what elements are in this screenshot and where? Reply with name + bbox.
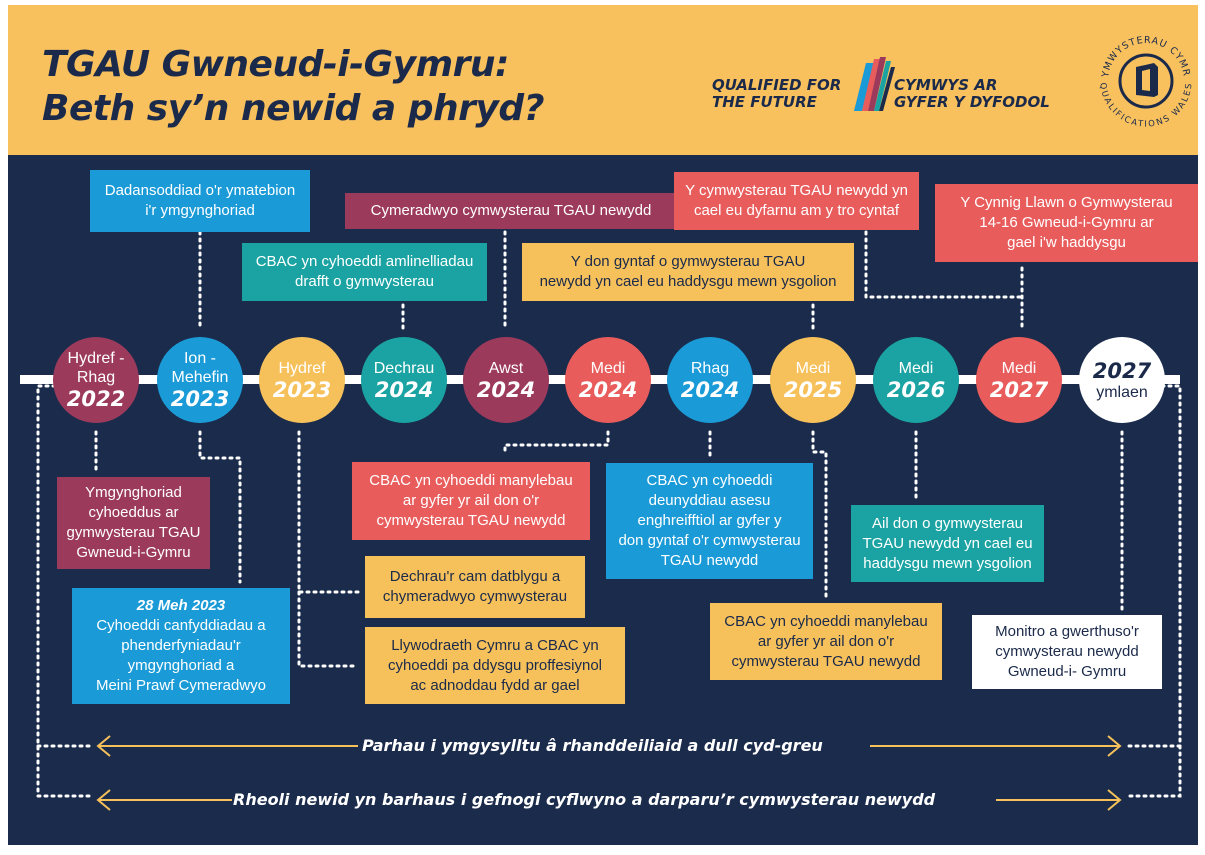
event-professional-learning: Llywodraeth Cymru a CBAC yn cyhoeddi pa … (365, 627, 625, 704)
event-second-wave-teaching: Ail don o gymwysterau TGAU newydd yn cae… (851, 505, 1044, 582)
event-first-award: Y cymwysterau TGAU newydd yn cael eu dyf… (674, 172, 919, 230)
milestone-medi-2026: Medi 2026 (873, 337, 959, 423)
title-line-1: TGAU Gwneud-i-Gymru: (42, 44, 509, 85)
event-date: 28 Meh 2023 (136, 597, 226, 614)
milestone-year: 2025 (783, 377, 843, 402)
title-line-2: Beth sy’n newid a phryd? (42, 88, 545, 129)
event-approve-gcse: Cymeradwyo cymwysterau TGAU newydd (345, 193, 677, 229)
milestone-hydref-2023: Hydref 2023 (259, 337, 345, 423)
milestone-period: ymlaen (1096, 383, 1148, 401)
milestone-year: 2023 (272, 377, 332, 402)
milestone-year: 2022 (66, 387, 126, 411)
milestone-medi-2027: Medi 2027 (976, 337, 1062, 423)
logo-text-english: QUALIFIED FOR THE FUTURE (712, 76, 842, 111)
milestone-year: 2024 (476, 377, 536, 402)
event-first-wave-teaching: Y don gyntaf o gymwysterau TGAU newydd y… (522, 243, 854, 301)
milestone-period: Medi (590, 359, 626, 377)
milestone-2027-ymlaen: 2027 ymlaen (1079, 337, 1165, 423)
event-full-offer: Y Cynnig Llawn o Gymwysterau 14-16 Gwneu… (935, 184, 1198, 262)
milestone-period: Medi (898, 359, 934, 377)
ongoing-engagement: Parhau i ymgysylltu â rhanddeiliaid a du… (362, 736, 823, 755)
milestone-rhag-2024: Rhag 2024 (667, 337, 753, 423)
qualifications-wales-seal: CYMWYSTERAU CYMRU QUALIFICATIONS WALES (1096, 17, 1194, 130)
event-public-consultation: Ymgynghoriad cyhoeddus ar gymwysterau TG… (57, 477, 210, 569)
event-sample-assessment: CBAC yn cyhoeddi deunyddiau asesu enghre… (606, 463, 813, 579)
qualified-for-the-future-logo: QUALIFIED FOR THE FUTURE CYMWYS AR GYFER… (708, 57, 1088, 119)
milestone-hydref-rhag-2022: Hydref - Rhag 2022 (53, 337, 139, 423)
milestone-dechrau-2024: Dechrau 2024 (361, 337, 447, 423)
milestone-period: Medi (1001, 359, 1037, 377)
milestone-period: Dechrau (373, 359, 435, 377)
milestone-period: Hydref (278, 359, 326, 377)
ongoing-change-management: Rheoli newid yn barhaus i gefnogi cyflwy… (233, 790, 936, 809)
milestone-year: 2026 (886, 377, 946, 402)
milestone-year: 2024 (374, 377, 434, 402)
event-second-wave-specs-2024: CBAC yn cyhoeddi manylebau ar gyfer yr a… (352, 462, 590, 540)
event-development-stage: Dechrau'r cam datblygu a chymeradwyo cym… (365, 556, 585, 618)
milestone-period: Medi (795, 359, 831, 377)
event-findings-published: 28 Meh 2023 Cyhoeddi canfyddiadau a phen… (72, 588, 290, 704)
milestone-year: 2023 (170, 387, 230, 411)
milestone-awst-2024: Awst 2024 (463, 337, 549, 423)
milestone-period: Rhag (76, 369, 116, 386)
milestone-period: Hydref - (67, 350, 125, 367)
milestone-medi-2024: Medi 2024 (565, 337, 651, 423)
event-draft-outlines: CBAC yn cyhoeddi amlinelliadau drafft o … (242, 243, 487, 301)
header-banner: TGAU Gwneud-i-Gymru: Beth sy’n newid a p… (8, 5, 1198, 155)
milestone-year: 2027 (1092, 358, 1152, 383)
milestone-medi-2025: Medi 2025 (770, 337, 856, 423)
event-monitor-evaluate: Monitro a gwerthuso'r cymwysterau newydd… (972, 615, 1162, 689)
milestone-year: 2027 (989, 377, 1049, 402)
logo-stripes-icon (854, 57, 895, 111)
milestone-period: Rhag (690, 359, 730, 377)
milestone-period: Awst (488, 359, 524, 377)
milestone-year: 2024 (680, 377, 740, 402)
page-title: TGAU Gwneud-i-Gymru: Beth sy’n newid a p… (42, 43, 545, 131)
event-consultation-analysis: Dadansoddiad o'r ymatebion i'r ymgynghor… (90, 170, 310, 232)
milestone-ion-mehefin-2023: Ion - Mehefin 2023 (157, 337, 243, 423)
event-second-wave-specs-2025: CBAC yn cyhoeddi manylebau ar gyfer yr a… (710, 603, 942, 680)
milestone-year: 2024 (578, 377, 638, 402)
logo-text-welsh: CYMWYS AR GYFER Y DYFODOL (894, 76, 1050, 111)
